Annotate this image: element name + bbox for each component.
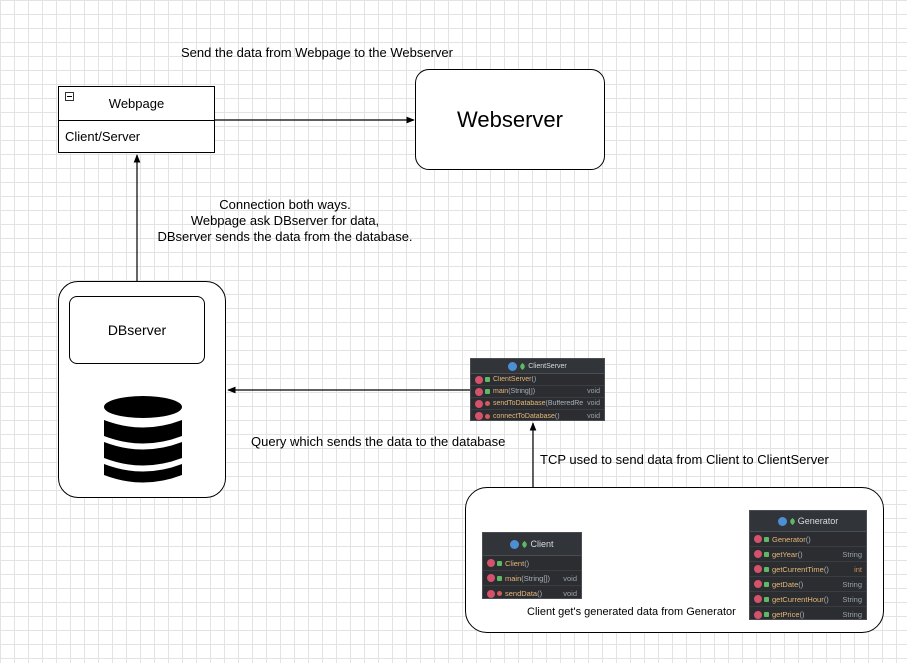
database-icon [104,396,182,483]
member-signature: main(String[]) [493,388,536,395]
member-row[interactable]: getCurrentHour() String [750,592,866,607]
member-return-type: String [842,594,862,604]
dbserver-box[interactable]: DBserver [69,296,205,364]
clientserver-header: ClientServer [471,359,604,374]
public-icon [485,389,490,394]
leaf-icon [521,540,529,548]
generator-header: Generator [750,511,866,532]
method-icon [487,559,495,567]
method-icon [475,412,483,420]
method-icon [475,399,483,408]
webserver-box[interactable]: Webserver [415,69,605,170]
member-signature: ClientServer() [493,376,537,383]
dbserver-title: DBserver [107,322,167,338]
member-row[interactable]: sendData() void [483,586,581,601]
member-signature: getYear() [772,549,803,559]
member-row[interactable]: getCurrentTime() int [750,562,866,577]
member-return-type: String [842,610,862,619]
method-icon [754,535,762,543]
query-label: Query which sends the data to the databa… [251,434,506,449]
member-row[interactable]: Generator() [750,532,866,547]
member-row[interactable]: connectToDatabase() void [471,410,604,422]
leaf-icon [519,362,527,370]
public-icon [497,560,502,566]
member-return-type: void [563,573,577,583]
class-icon [510,539,520,549]
clientserver-class-panel[interactable]: ClientServer ClientServer() main(String[]… [470,358,605,421]
webpage-header: Webpage [59,87,214,121]
method-icon [754,610,762,619]
member-signature: getCurrentHour() [772,594,829,604]
member-row[interactable]: main(String[]) void [471,386,604,398]
webpage-member: Client/Server [65,129,141,144]
member-return-type: void [587,400,600,407]
member-signature: getPrice() [772,610,805,619]
tcp-label: TCP used to send data from Client to Cli… [540,452,829,467]
public-icon [764,566,769,572]
method-icon [754,595,762,603]
member-return-type: void [587,388,600,395]
public-icon [485,377,490,382]
webpage-class-box[interactable]: Webpage Client/Server [58,86,215,153]
method-icon [754,565,762,573]
member-row[interactable]: sendToDatabase(BufferedReader)void [471,398,604,410]
public-icon [764,612,769,617]
public-icon [497,575,502,581]
webserver-title: Webserver [457,106,563,132]
connection-line-2: Webpage ask DBserver for data, [190,213,380,228]
method-icon [754,550,762,558]
client-gets-label: Client get's generated data from Generat… [527,606,736,618]
member-row[interactable]: getDate() String [750,577,866,592]
collapse-icon[interactable] [65,92,74,101]
method-icon [475,387,483,396]
client-members: Client() main(String[]) void sendData() void [483,556,581,601]
member-signature: connectToDatabase() [493,412,560,420]
private-lock-icon [485,401,490,406]
member-row[interactable]: main(String[]) void [483,571,581,586]
method-icon [487,589,495,598]
member-return-type: void [587,412,600,420]
clientserver-title: ClientServer [528,362,567,370]
generator-title: Generator [797,516,839,526]
send-to-webserver-label: Send the data from Webpage to the Webser… [181,45,453,60]
member-signature: sendToDatabase(BufferedReader) [493,400,584,407]
member-row[interactable]: getYear() String [750,547,866,562]
member-signature: sendData() [505,589,543,598]
generator-members: Generator() getYear() String getCurrentTime… [750,532,866,622]
member-return-type: int [854,564,862,574]
webpage-title: Webpage [108,96,165,111]
member-signature: Generator() [772,534,811,544]
member-return-type: String [842,549,862,559]
class-icon [508,361,518,371]
private-lock-icon [497,591,502,596]
connection-note: Connection both ways. Webpage ask DBserv… [140,197,430,245]
client-header: Client [483,533,581,556]
method-icon [754,580,762,588]
public-icon [764,551,769,557]
public-icon [764,536,769,542]
connection-line-3: DBserver sends the data from the databas… [157,229,413,244]
connection-line-1: Connection both ways. [219,197,351,212]
client-title: Client [530,539,554,549]
class-icon [777,516,787,526]
member-row[interactable]: ClientServer() [471,374,604,386]
member-signature: getDate() [772,579,804,589]
member-return-type: String [842,579,862,589]
member-row[interactable]: getPrice() String [750,607,866,622]
method-icon [487,574,495,582]
member-signature: main(String[]) [505,573,551,583]
member-signature: Client() [505,558,530,568]
member-return-type: void [563,589,577,598]
public-icon [764,596,769,602]
public-icon [764,581,769,587]
leaf-icon [788,517,796,525]
member-signature: getCurrentTime() [772,564,829,574]
member-row[interactable]: Client() [483,556,581,571]
method-icon [475,375,483,384]
private-lock-icon [485,413,490,419]
